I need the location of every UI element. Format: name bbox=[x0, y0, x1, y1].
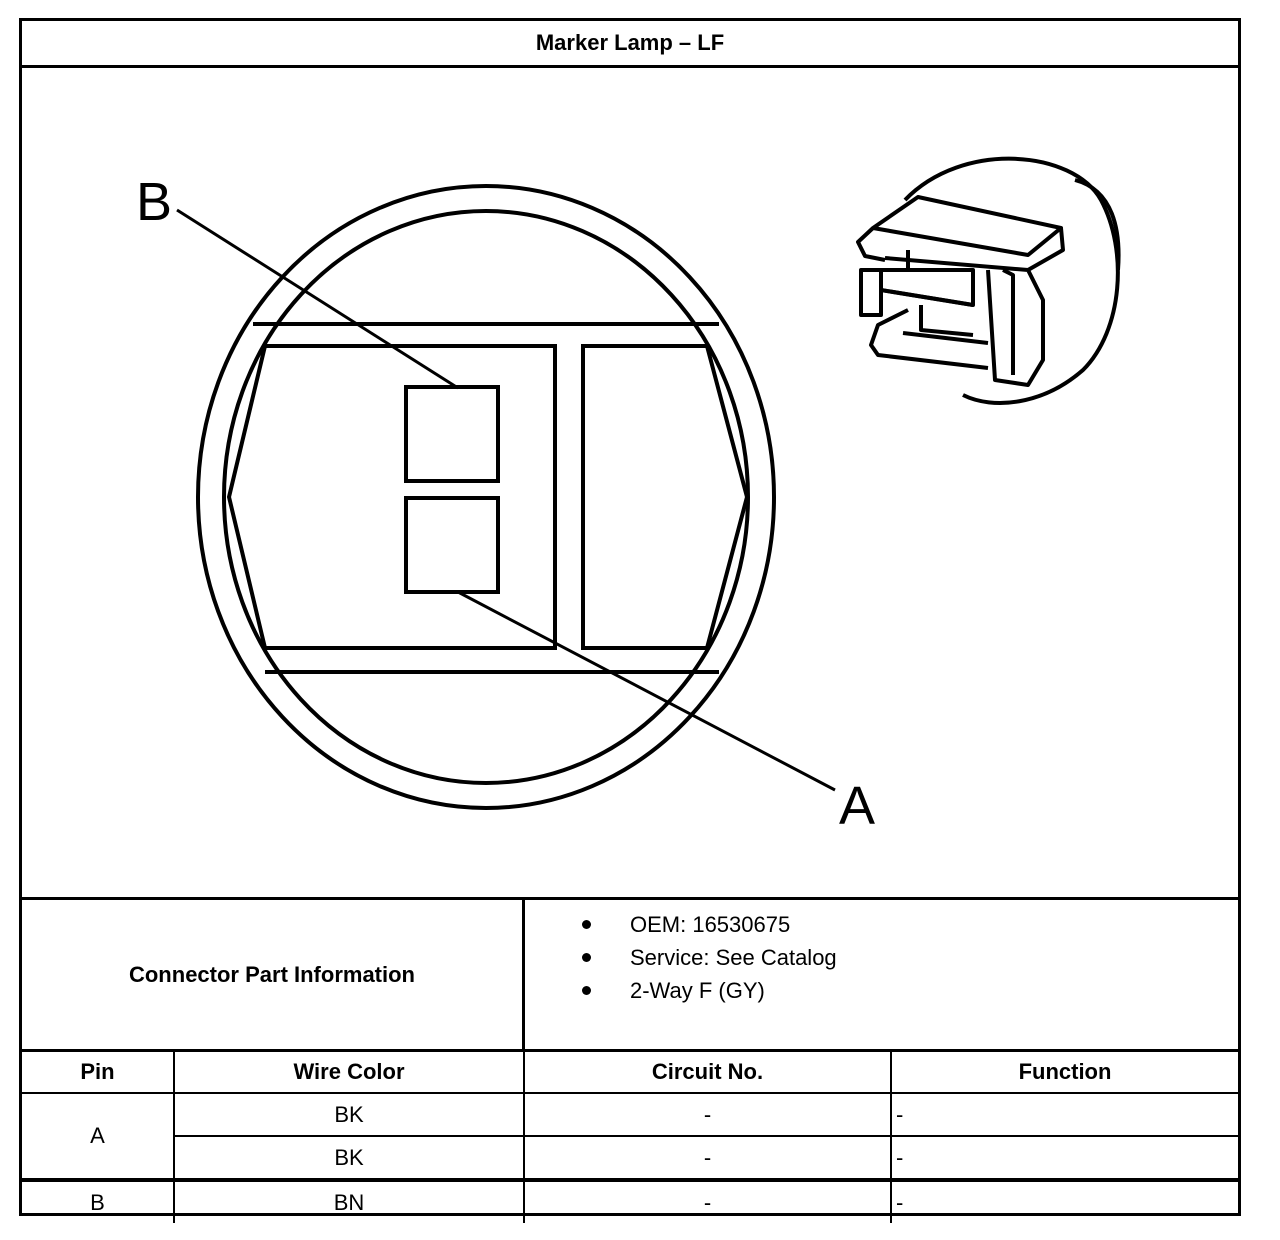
wire-color-header: Wire Color bbox=[173, 1052, 525, 1094]
bullet-icon bbox=[582, 953, 591, 962]
table-row: A BK - - bbox=[22, 1092, 1238, 1181]
connector-part-list: OEM: 16530675 Service: See Catalog 2-Way… bbox=[525, 908, 837, 1007]
function-cell: - bbox=[890, 1178, 1238, 1223]
connector-face-svg: B A bbox=[136, 156, 1121, 836]
function-cell: - bbox=[890, 1135, 1238, 1181]
service-info: Service: See Catalog bbox=[630, 945, 837, 970]
callout-a: A bbox=[839, 776, 875, 836]
leader-lines bbox=[176, 208, 836, 792]
wire-color-cell: BN bbox=[173, 1178, 525, 1223]
list-item: OEM: 16530675 bbox=[525, 908, 837, 941]
connector-sheet: Marker Lamp – LF B A bbox=[19, 18, 1241, 1223]
bullet-icon bbox=[582, 920, 591, 929]
connector-drawing: B A bbox=[22, 68, 1238, 897]
connector-isometric-view bbox=[856, 156, 1121, 405]
pin-table: Pin Wire Color Circuit No. Function A BK… bbox=[22, 1052, 1238, 1223]
cavity-a bbox=[404, 496, 500, 594]
connector-type: 2-Way F (GY) bbox=[630, 978, 765, 1003]
table-row: BK - - bbox=[22, 1135, 1238, 1181]
function-cell: - bbox=[890, 1092, 1238, 1137]
function-header: Function bbox=[890, 1052, 1238, 1094]
pin-cell: B bbox=[22, 1178, 175, 1223]
table-header-row: Pin Wire Color Circuit No. Function bbox=[22, 1052, 1238, 1094]
cavity-b bbox=[404, 385, 500, 483]
connector-face-view bbox=[196, 184, 776, 810]
circuit-cell: - bbox=[523, 1135, 892, 1181]
connector-part-info: Connector Part Information OEM: 16530675… bbox=[22, 897, 1238, 1052]
bullet-icon bbox=[582, 986, 591, 995]
wire-color-cell: BK bbox=[173, 1092, 525, 1137]
oem-number: OEM: 16530675 bbox=[630, 912, 791, 937]
pin-cell: A bbox=[22, 1092, 175, 1181]
table-row: B BN - - bbox=[22, 1178, 1238, 1223]
pin-header: Pin bbox=[22, 1052, 175, 1094]
wire-color-cell: BK bbox=[174, 1135, 525, 1181]
page-title: Marker Lamp – LF bbox=[22, 21, 1238, 68]
list-item: Service: See Catalog bbox=[525, 941, 837, 974]
callout-b: B bbox=[136, 172, 172, 232]
list-item: 2-Way F (GY) bbox=[525, 974, 837, 1007]
circuit-cell: - bbox=[523, 1092, 892, 1137]
circuit-cell: - bbox=[523, 1178, 892, 1223]
circuit-header: Circuit No. bbox=[523, 1052, 892, 1094]
connector-part-label: Connector Part Information bbox=[22, 900, 525, 1049]
